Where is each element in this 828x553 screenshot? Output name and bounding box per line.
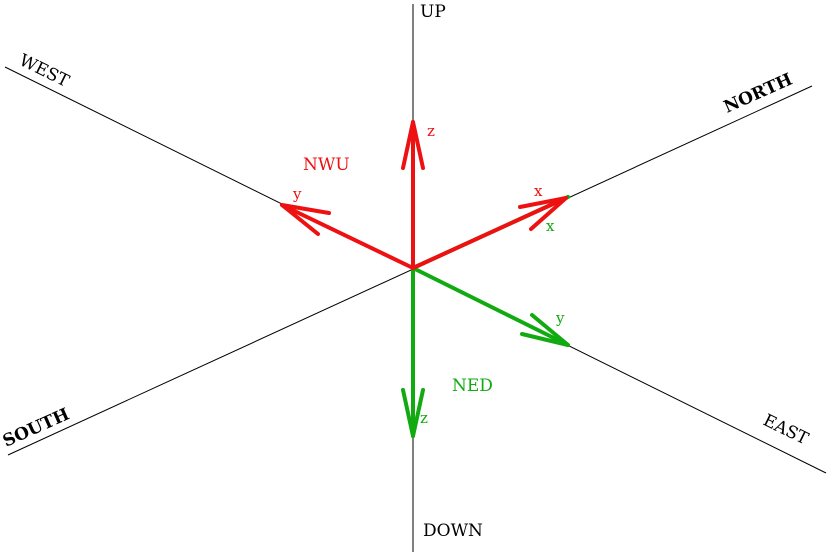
- ned-y-label: y: [555, 309, 565, 327]
- ned-z-label: z: [420, 409, 428, 427]
- nwu-y-label: y: [292, 185, 302, 203]
- nwu-z-label: z: [427, 122, 435, 140]
- south-north-axis-line: [7, 85, 813, 456]
- nwu-x-arrowhead: [518, 196, 568, 231]
- west-label: WEST: [16, 51, 73, 92]
- ned-y-arrowhead: [520, 313, 570, 347]
- reference-axes: [4, 4, 827, 552]
- nwu-y-axis-arrow: [280, 203, 415, 270]
- nwu-z-arrowhead: [401, 120, 425, 170]
- up-label: UP: [420, 2, 446, 22]
- nwu-x-axis-arrow: [411, 196, 568, 270]
- ned-y-axis-arrow: [411, 266, 570, 347]
- nwu-y-arrowhead: [280, 203, 331, 236]
- nwu-x-label: x: [534, 182, 543, 200]
- ned-x-label: x: [546, 217, 555, 235]
- down-label: DOWN: [423, 521, 483, 541]
- ned-z-arrowhead: [401, 388, 425, 438]
- ned-frame-label: NED: [452, 376, 493, 396]
- nwu-frame: [280, 120, 568, 270]
- south-label: SOUTH: [0, 405, 73, 452]
- nwu-frame-label: NWU: [303, 155, 350, 175]
